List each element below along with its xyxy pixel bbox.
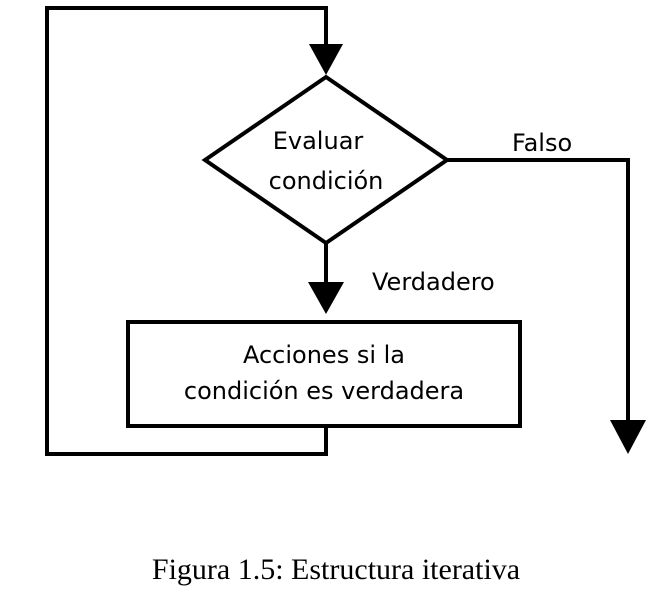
decision-text-line1: Evaluar [273, 127, 364, 155]
true-arrowhead [308, 282, 344, 314]
decision-text-line2: condición [269, 167, 384, 195]
false-arrowhead [610, 420, 646, 454]
figure-caption: Figura 1.5: Estructura iterativa [151, 553, 521, 586]
flowchart-diagram: Evaluar condición Falso Verdadero Accion… [45, 6, 646, 456]
loop-back-connector [45, 6, 328, 456]
decision-diamond [201, 74, 451, 246]
loop-arrowhead [309, 44, 343, 75]
action-text-line2: condición es verdadera [184, 377, 464, 405]
true-label: Verdadero [372, 268, 495, 296]
false-label: Falso [512, 129, 572, 157]
action-box [126, 320, 522, 428]
false-branch-connector [447, 158, 630, 420]
action-text-line1: Acciones si la [243, 341, 405, 369]
